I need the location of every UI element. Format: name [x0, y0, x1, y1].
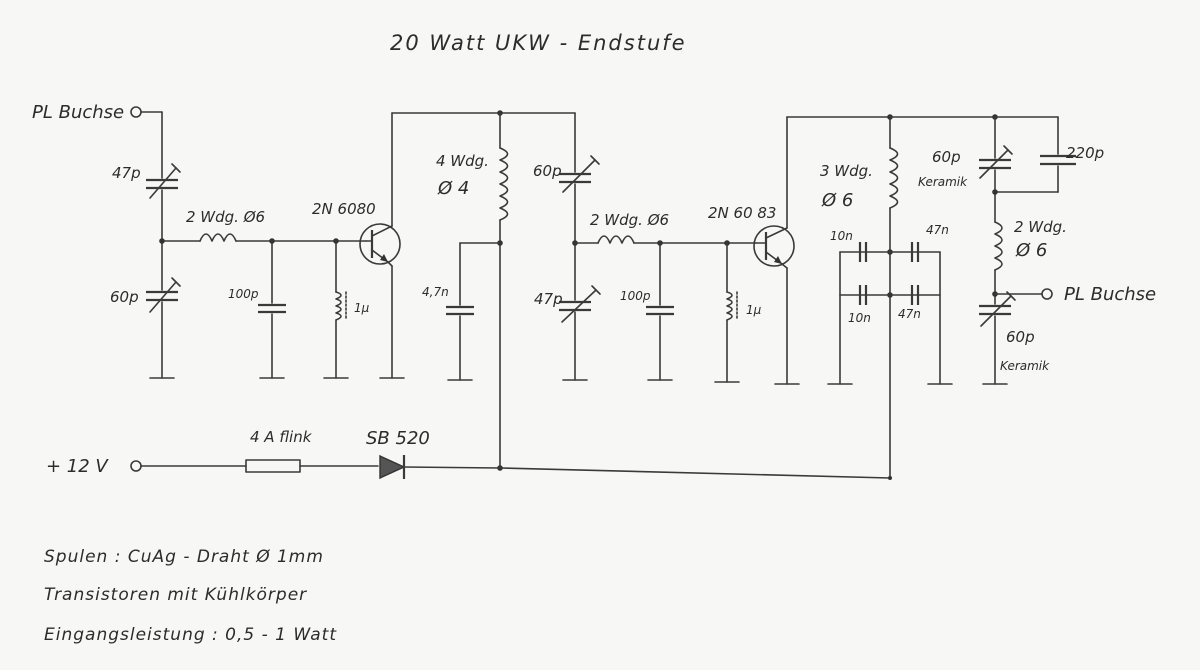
note-transistors: Transistoren mit Kühlkörper	[44, 585, 307, 605]
label-c-fixed: 220p	[1066, 144, 1104, 162]
diode-sb520	[379, 454, 406, 480]
label-c-bypass-stage1: 100p	[228, 287, 259, 301]
label-c-shunt-trim-2: 47p	[534, 290, 563, 308]
choke-1u-stage1	[335, 291, 342, 321]
capacitor-47n-bottom	[910, 285, 920, 305]
output-connector-terminal	[1041, 288, 1053, 300]
label-c-trim-bottom-type: Keramik	[1000, 359, 1050, 373]
inductor-coil-stage1-input	[199, 233, 237, 242]
capacitor-10n-top	[858, 242, 868, 262]
label-c-trim-bottom: 60p	[1006, 328, 1035, 346]
pl-buchse-input-label: PL Buchse	[32, 102, 124, 123]
label-diode: SB 520	[366, 428, 430, 449]
transistor-2n6080	[359, 223, 401, 265]
label-choke-stage2: 1µ	[746, 303, 762, 317]
label-c-in-trim: 47p	[112, 164, 141, 182]
note-coils: Spulen : CuAg - Draht Ø 1mm	[44, 547, 324, 567]
input-connector-terminal	[130, 106, 142, 118]
note-input-power: Eingangsleistung : 0,5 - 1 Watt	[44, 625, 337, 645]
inductor-coil-stage2-collector	[889, 147, 899, 209]
label-c-trim-top-type: Keramik	[918, 175, 968, 189]
pl-buchse-output-label: PL Buchse	[1064, 284, 1156, 305]
label-coil-collector-dia-2: Ø 6	[821, 190, 853, 211]
label-c-10n-bottom: 10n	[848, 311, 871, 325]
label-coil-output-dia: Ø 6	[1015, 240, 1047, 261]
label-coil-stage2: 2 Wdg. Ø6	[590, 211, 669, 229]
transistor-2n6083	[753, 225, 795, 267]
trimmer-capacitor-60p-series	[559, 155, 600, 193]
schematic-title: 20 Watt UKW - Endstufe	[390, 31, 687, 55]
label-c-shunt-trim: 60p	[110, 288, 139, 306]
capacitor-100p-stage1	[258, 303, 286, 314]
capacitor-10n-bottom	[858, 285, 868, 305]
label-fuse: 4 A flink	[250, 428, 313, 446]
label-transistor-2: 2N 60 83	[708, 204, 776, 222]
fuse-4a-flink	[245, 459, 301, 473]
inductor-coil-stage2-input	[597, 235, 635, 244]
capacitor-100p-stage2	[646, 305, 674, 316]
label-c-bypass-stage2: 100p	[620, 289, 651, 303]
supply-voltage-label: + 12 V	[46, 456, 109, 477]
label-c-trim-top: 60p	[932, 148, 961, 166]
trimmer-capacitor-60p-keramik-bottom	[979, 291, 1016, 327]
capacitor-220p	[1040, 154, 1076, 166]
label-coil-collector-dia-1: Ø 4	[437, 178, 469, 199]
label-c-series-trim-2: 60p	[533, 162, 562, 180]
label-c-decouple: 4,7n	[422, 285, 449, 299]
choke-1u-stage2	[726, 291, 733, 321]
label-transistor-1: 2N 6080	[312, 200, 376, 218]
inductor-coil-stage1-collector	[499, 147, 509, 221]
label-coil-collector-turns-1: 4 Wdg.	[436, 152, 489, 170]
inductor-coil-output	[994, 221, 1003, 271]
label-c-47n-bottom: 47n	[898, 307, 921, 321]
trimmer-capacitor-47p	[146, 163, 181, 199]
trimmer-capacitor-60p-shunt	[146, 277, 181, 313]
trimmer-capacitor-47p-shunt	[559, 285, 601, 323]
capacitor-47n-top	[910, 242, 920, 262]
label-coil-stage1: 2 Wdg. Ø6	[186, 208, 265, 226]
supply-terminal	[130, 460, 142, 472]
label-coil-collector-turns-2: 3 Wdg.	[820, 162, 873, 180]
label-coil-output-turns: 2 Wdg.	[1014, 218, 1067, 236]
capacitor-4-7n-decouple	[446, 305, 474, 316]
trimmer-capacitor-60p-keramik-top	[979, 145, 1013, 179]
label-choke-stage1: 1µ	[354, 301, 370, 315]
label-c-10n-top: 10n	[830, 229, 853, 243]
label-c-47n-top: 47n	[926, 223, 949, 237]
